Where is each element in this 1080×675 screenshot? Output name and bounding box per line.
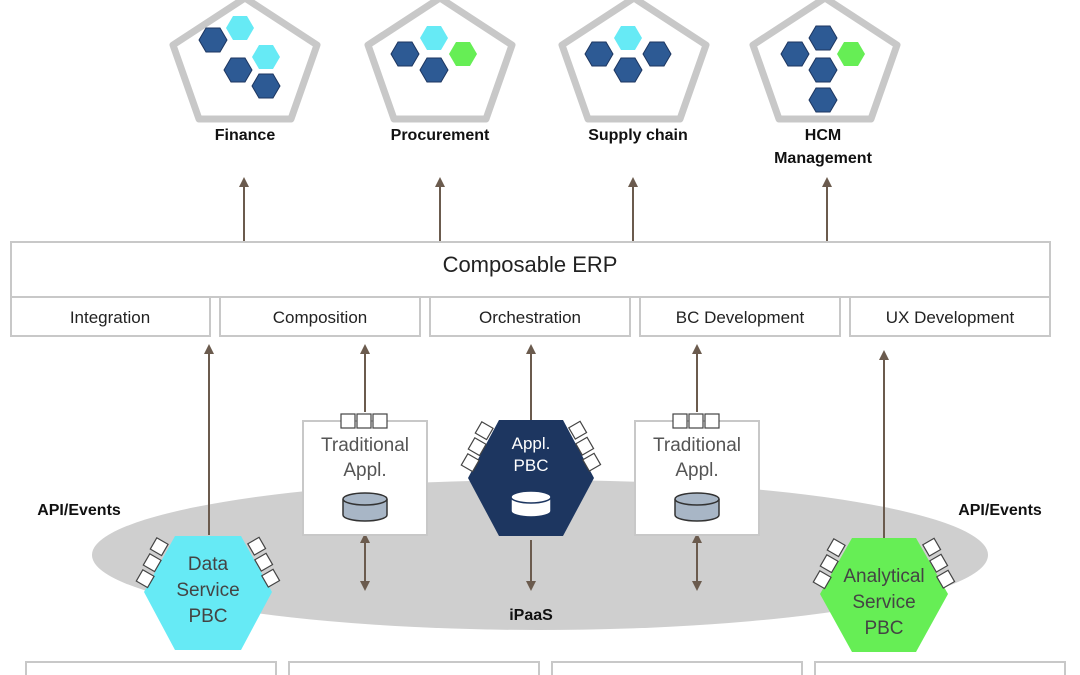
port-icon (688, 413, 704, 429)
capability-row: Integration Composition Orchestration BC… (10, 296, 1051, 337)
bottom-box (25, 661, 277, 675)
component-label: PBC (514, 456, 549, 475)
component-label: Service (176, 580, 239, 601)
data-service-pbc[interactable]: Data Service PBC (135, 536, 281, 650)
port-icon (372, 413, 388, 429)
module-label-supply-chain: Supply chain (588, 127, 688, 144)
port-icon (460, 420, 602, 473)
hexagon-icon (198, 27, 228, 53)
capability-label: Integration (70, 308, 150, 327)
bottom-box (288, 661, 540, 675)
hexagon-icon (251, 73, 281, 99)
component-label: Traditional (321, 435, 409, 456)
capability-bc-development[interactable] (639, 296, 841, 337)
module-label-management: Management (774, 150, 872, 167)
module-procurement[interactable] (364, 0, 516, 123)
erp-title: Composable ERP (443, 252, 618, 277)
hexagon-icon (420, 26, 448, 50)
hexagon-shape (144, 536, 272, 650)
api-events-label-right: API/Events (958, 502, 1042, 519)
capability-ux-development[interactable] (849, 296, 1051, 337)
hexagon-icon (223, 57, 253, 83)
hexagon-icon (808, 57, 838, 83)
api-events-label-left: API/Events (37, 502, 121, 519)
erp-box (10, 241, 1051, 298)
port-icon (340, 413, 356, 429)
hexagon-icon (642, 41, 672, 67)
hexagon-shape (820, 538, 948, 652)
hexagon-icon (252, 45, 280, 69)
port-icon (812, 537, 956, 590)
capability-label: UX Development (886, 308, 1015, 327)
component-label: Traditional (653, 435, 741, 456)
module-label-procurement: Procurement (391, 127, 490, 144)
hexagon-icon (419, 57, 449, 83)
component-label: PBC (864, 618, 903, 639)
appl-pbc[interactable]: Appl. PBC (460, 420, 602, 536)
capability-integration[interactable] (10, 296, 211, 337)
port-icon (704, 413, 720, 429)
component-label: Appl. (343, 460, 386, 481)
hexagon-shape (468, 420, 594, 536)
hexagon-icon (584, 41, 614, 67)
capability-label: Composition (273, 308, 368, 327)
module-label-hcm: HCM (805, 127, 841, 144)
component-label: Service (852, 592, 915, 613)
port-icon (356, 413, 372, 429)
hexagon-icon (226, 16, 254, 40)
hexagon-icon (837, 42, 865, 66)
capability-label: Orchestration (479, 308, 581, 327)
hexagon-icon (613, 57, 643, 83)
analytical-service-pbc[interactable]: Analytical Service PBC (812, 537, 956, 652)
capability-label: BC Development (676, 308, 805, 327)
module-finance[interactable] (169, 0, 321, 123)
hexagon-icon (449, 42, 477, 66)
hexagon-icon (808, 87, 838, 113)
hexagon-icon (390, 41, 420, 67)
bottom-box (814, 661, 1066, 675)
module-supply-chain[interactable] (558, 0, 710, 123)
database-icon (674, 492, 720, 522)
hexagon-icon (614, 26, 642, 50)
hexagon-icon (808, 25, 838, 51)
capability-composition[interactable] (219, 296, 421, 337)
port-icon (135, 536, 281, 589)
port-icon (672, 413, 688, 429)
database-icon (342, 492, 388, 522)
bottom-box (551, 661, 803, 675)
ipaas-label: iPaaS (509, 607, 553, 624)
component-label: PBC (188, 606, 227, 627)
bottom-boxes (25, 661, 1066, 675)
traditional-appl-right[interactable]: Traditional Appl. (634, 413, 760, 536)
database-icon (510, 490, 552, 518)
component-label: Appl. (675, 460, 718, 481)
component-arrows (204, 344, 889, 591)
module-arrows (239, 177, 832, 241)
capability-orchestration[interactable] (429, 296, 631, 337)
module-hcm-management[interactable] (749, 0, 901, 123)
traditional-appl-left[interactable]: Traditional Appl. (302, 413, 428, 536)
hexagon-icon (780, 41, 810, 67)
module-label-finance: Finance (215, 127, 276, 144)
component-label: Data (188, 554, 229, 575)
component-label: Appl. (512, 434, 551, 453)
component-label: Analytical (843, 566, 924, 587)
